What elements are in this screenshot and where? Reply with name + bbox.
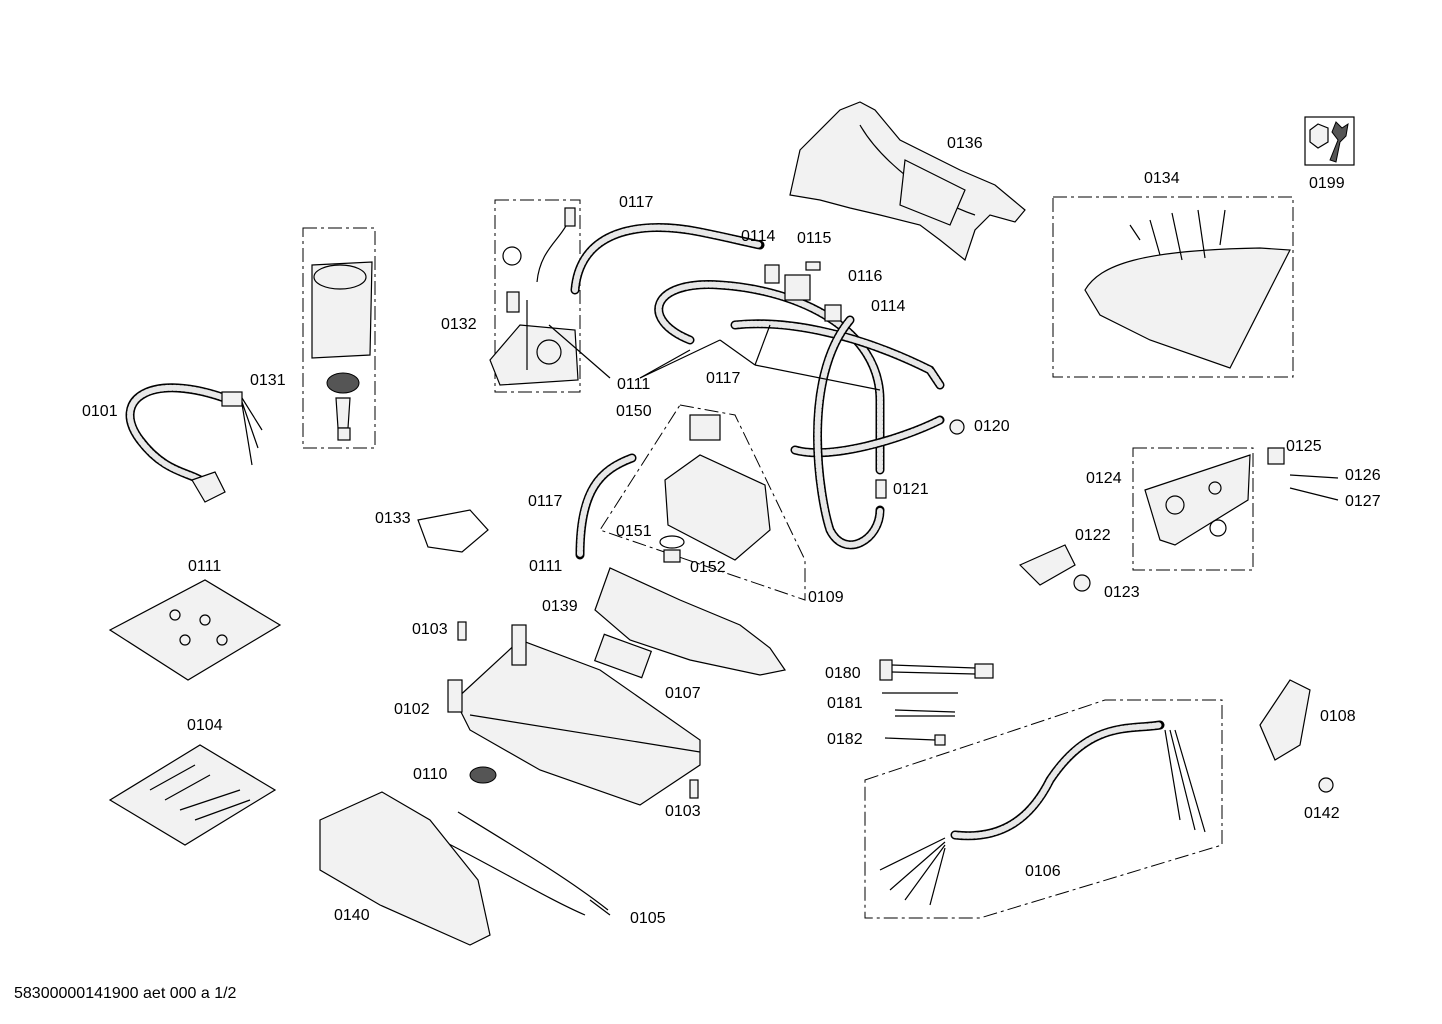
grommet-part [469, 766, 497, 784]
label-0180: 0180 [825, 665, 861, 682]
group-box-0106 [864, 699, 1223, 919]
group-box-0150 [599, 404, 806, 601]
label-0142: 0142 [1304, 805, 1340, 822]
hose-0117-lower [575, 453, 637, 560]
side-shell-part [319, 791, 491, 946]
handle-cover-part [789, 101, 1026, 262]
label-0101: 0101 [82, 403, 118, 420]
seal-part [417, 509, 489, 553]
label-0116: 0116 [848, 268, 883, 285]
label-0126: 0126 [1345, 467, 1381, 484]
label-0122: 0122 [1075, 527, 1111, 544]
label-0140: 0140 [334, 907, 370, 924]
label-0111-bag: 0111 [188, 558, 222, 575]
bag-0111-part [108, 579, 282, 681]
label-0106: 0106 [1025, 863, 1061, 880]
bag-0104-part [108, 744, 277, 846]
label-0124: 0124 [1086, 470, 1122, 487]
pump-assembly-part [489, 207, 579, 386]
label-0114-left: 0114 [741, 228, 776, 245]
control-panel-part [1144, 447, 1285, 546]
power-cord-part [125, 383, 263, 503]
label-0117-middle: 0117 [706, 370, 741, 387]
group-box-0132 [494, 199, 581, 393]
knob-part [1318, 777, 1334, 793]
screw-0103-top [457, 621, 467, 641]
label-0150: 0150 [616, 403, 652, 420]
label-0132: 0132 [441, 316, 477, 333]
cable-set-part [879, 659, 994, 746]
label-0114-right: 0114 [871, 298, 906, 315]
strip-0105-b [444, 841, 586, 916]
switch-part [1018, 544, 1091, 592]
wrench-nut-icon [1304, 116, 1355, 166]
label-0151: 0151 [616, 523, 652, 540]
label-0117-lower: 0117 [528, 493, 563, 510]
water-tank-part [311, 261, 373, 441]
circuit-board-part [593, 633, 653, 679]
label-0108: 0108 [1320, 708, 1356, 725]
label-0102: 0102 [394, 701, 430, 718]
label-0182: 0182 [827, 731, 863, 748]
solenoid-valve-part [764, 261, 842, 322]
group-box-0124 [1132, 447, 1254, 571]
strip-0105-a [457, 811, 609, 911]
label-0152: 0152 [690, 559, 726, 576]
soleplate-cover-part [1084, 209, 1291, 369]
base-body-part [447, 624, 701, 806]
boiler-assembly-part [659, 414, 771, 563]
screw-0103-bottom [689, 779, 699, 799]
label-0111-top: 0111 [617, 376, 651, 393]
label-0134: 0134 [1144, 170, 1180, 187]
label-0121: 0121 [893, 481, 929, 498]
label-0133: 0133 [375, 510, 411, 527]
label-0103-bottom: 0103 [665, 803, 701, 820]
label-0123: 0123 [1104, 584, 1140, 601]
label-0111-lower: 0111 [529, 558, 563, 575]
label-0109: 0109 [808, 589, 844, 606]
label-0120: 0120 [974, 418, 1010, 435]
label-0139: 0139 [542, 598, 578, 615]
hose-0117-middle [654, 280, 945, 550]
label-0199: 0199 [1309, 175, 1345, 192]
label-0115: 0115 [797, 230, 832, 247]
connector-0121 [875, 479, 887, 499]
group-box-0131 [302, 227, 376, 449]
label-0107: 0107 [665, 685, 701, 702]
label-0136: 0136 [947, 135, 983, 152]
group-box-0134 [1052, 196, 1294, 378]
label-0103-top: 0103 [412, 621, 448, 638]
label-0104: 0104 [187, 717, 223, 734]
label-0125: 0125 [1286, 438, 1322, 455]
connector-0120 [949, 419, 965, 435]
label-0181: 0181 [827, 695, 863, 712]
label-0117-top: 0117 [619, 194, 654, 211]
cap-part [1259, 679, 1311, 761]
label-0127: 0127 [1345, 493, 1381, 510]
label-0105: 0105 [630, 910, 666, 927]
leader-lines [548, 324, 1339, 916]
label-0131: 0131 [250, 372, 286, 389]
label-0110: 0110 [413, 766, 448, 783]
hose-0117-top [570, 223, 765, 295]
housing-shell-part [594, 567, 787, 676]
document-id-footer: 58300000141900 aet 000 a 1/2 [14, 985, 237, 1002]
supply-cord-part [879, 720, 1206, 906]
